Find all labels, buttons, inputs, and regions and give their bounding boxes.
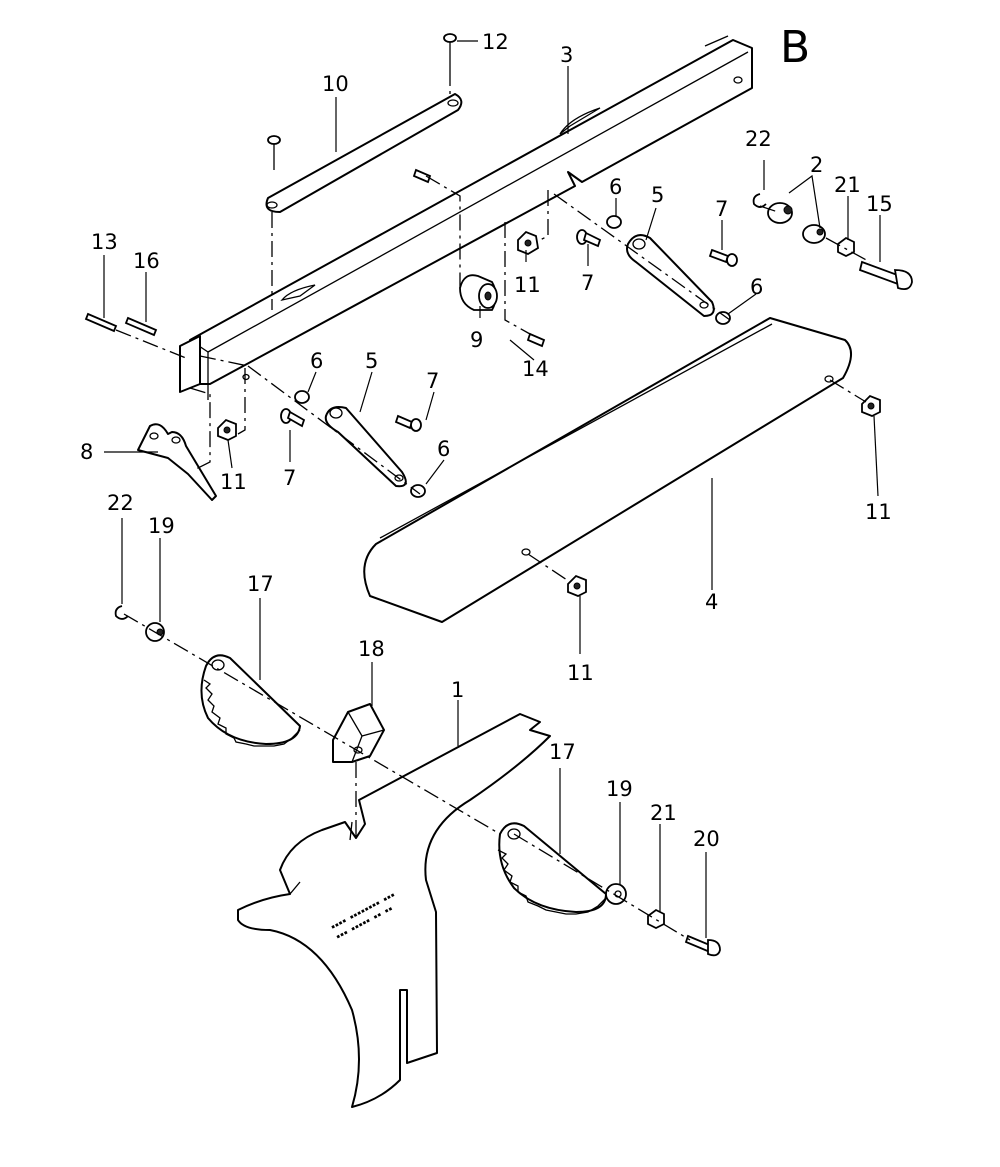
callout-19: 19 [606, 777, 633, 801]
part-10-plate [265, 93, 463, 213]
part-16-pin [124, 316, 158, 337]
callout-11: 11 [865, 500, 892, 524]
part-7-screw-a [576, 229, 602, 248]
callout-7: 7 [581, 271, 594, 295]
part-6-washer-b [715, 311, 731, 325]
part-15-bolt [858, 260, 913, 291]
callout-18: 18 [358, 637, 385, 661]
callout-14: 14 [522, 357, 549, 381]
callout-11: 11 [220, 470, 247, 494]
screw-plate-left [267, 135, 281, 170]
part-18-spacer-block [332, 703, 385, 763]
callout-2: 2 [810, 153, 823, 177]
callout-3: 3 [560, 43, 573, 67]
part-12-screw [443, 33, 457, 70]
callout-6: 6 [437, 437, 450, 461]
part-5-link-upper [626, 234, 715, 317]
part-20-bolt [684, 934, 721, 957]
part-7-screw-b [708, 248, 738, 267]
part-3-arm [179, 35, 753, 400]
part-13-pin [84, 312, 118, 333]
callout-7: 7 [283, 466, 296, 490]
part-21-nut-lower [647, 908, 665, 930]
part-21-nut-upper [837, 236, 855, 258]
assembly-axes [115, 70, 871, 941]
part-22-clip-lower [114, 605, 129, 620]
part-14-pin [526, 332, 546, 348]
part-11-nut-d [567, 574, 587, 597]
part-11-nut-c [861, 394, 881, 417]
callout-21: 21 [650, 801, 677, 825]
callout-19: 19 [148, 514, 175, 538]
part-2-rollers [767, 202, 826, 244]
callout-15: 15 [866, 192, 893, 216]
part-6-washer-c [294, 390, 310, 404]
callout-21: 21 [834, 173, 861, 197]
callout-1: 1 [451, 678, 464, 702]
callouts: 12 3 10 22 2 21 15 6 5 7 13 16 11 7 9 6 … [80, 30, 893, 851]
part-7-screw-d [394, 414, 422, 432]
part-6-washer-d [410, 484, 426, 498]
callout-7: 7 [715, 197, 728, 221]
part-1-riving-knife: ▪▪▪▪ ▪▪▪▪▪▪▪▪ ▪▪▪ ▪▪▪ ▪▪▪▪▪ ▪▪ ▪▪ [237, 713, 551, 1108]
callout-5: 5 [651, 183, 664, 207]
part-22-clip-upper [752, 193, 767, 208]
callout-6: 6 [310, 349, 323, 373]
callout-13: 13 [91, 230, 118, 254]
part-19-washer-b [605, 883, 627, 905]
part-7-screw-c [280, 408, 306, 428]
part-8-bracket [137, 423, 217, 501]
part-6-washer-a [606, 215, 622, 229]
callout-17: 17 [549, 740, 576, 764]
callout-5: 5 [365, 349, 378, 373]
callout-16: 16 [133, 249, 160, 273]
part-17-pawl-right [497, 822, 607, 915]
callout-22: 22 [107, 491, 134, 515]
callout-6: 6 [609, 175, 622, 199]
callout-20: 20 [693, 827, 720, 851]
pin-upper-small [412, 168, 432, 184]
callout-22: 22 [745, 127, 772, 151]
callout-10: 10 [322, 72, 349, 96]
callout-7: 7 [426, 369, 439, 393]
part-9-roller [459, 274, 498, 311]
callout-8: 8 [80, 440, 93, 464]
callout-4: 4 [705, 590, 718, 614]
sheet-letter: B [780, 22, 810, 73]
callout-11: 11 [567, 661, 594, 685]
part-11-nut-a [517, 230, 539, 256]
part-4-guard-plate [363, 317, 852, 623]
part-17-pawl-left [200, 654, 301, 747]
callout-17: 17 [247, 572, 274, 596]
leader-lines [103, 40, 881, 938]
callout-12: 12 [482, 30, 509, 54]
callout-9: 9 [470, 328, 483, 352]
callout-11: 11 [514, 273, 541, 297]
part-11-nut-b [217, 418, 237, 441]
callout-6: 6 [750, 275, 763, 299]
